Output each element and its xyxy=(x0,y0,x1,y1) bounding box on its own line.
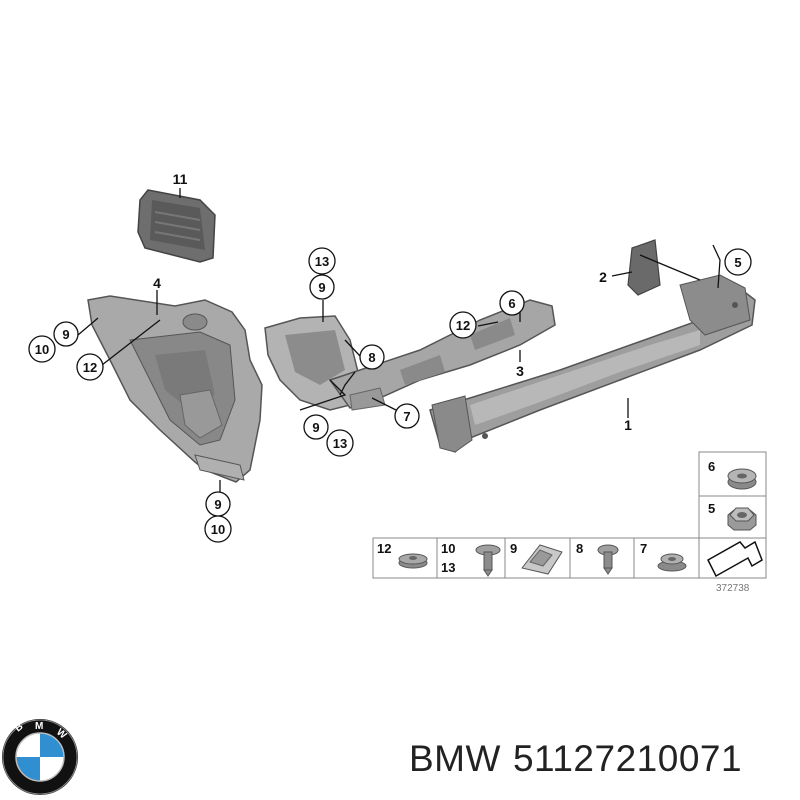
legend-label-7: 7 xyxy=(640,541,647,556)
screw-icon xyxy=(597,544,619,575)
legend-label-9: 9 xyxy=(510,541,517,556)
callout-12: 12 xyxy=(456,318,470,333)
screw-with-washer-icon xyxy=(475,544,501,577)
callout-12: 12 xyxy=(83,360,97,375)
part-11-pad xyxy=(137,189,216,263)
callout-1: 1 xyxy=(624,417,632,433)
callout-2: 2 xyxy=(599,269,607,285)
callout-5: 5 xyxy=(734,255,741,270)
part-4-bracket xyxy=(87,295,263,483)
leader-lines xyxy=(77,188,721,496)
part-caption: BMW 51127210071 xyxy=(409,738,754,780)
legend-label-8: 8 xyxy=(576,541,583,556)
callout-9: 9 xyxy=(62,327,69,342)
callout-13: 13 xyxy=(333,436,347,451)
clip-nut-icon xyxy=(521,544,563,575)
callout-11: 11 xyxy=(173,171,188,187)
bmw-logo: B M W xyxy=(2,719,78,795)
callout-3: 3 xyxy=(516,363,524,379)
drawing-number: 372738 xyxy=(716,583,750,594)
legend-label-5: 5 xyxy=(708,501,715,516)
callout-6: 6 xyxy=(508,296,515,311)
legend-label-6: 6 xyxy=(708,459,715,474)
callouts: 11 4 9 10 12 9 10 13 9 8 9 13 7 12 6 3 2… xyxy=(28,171,752,543)
callout-9: 9 xyxy=(312,420,319,435)
svg-text:M: M xyxy=(35,721,43,732)
callout-13: 13 xyxy=(315,254,329,269)
flange-nut-icon xyxy=(657,553,687,572)
callout-10: 10 xyxy=(35,342,49,357)
legend-fasteners: 12 10 13 9 8 7 xyxy=(372,537,767,579)
part-2-plate xyxy=(627,239,661,296)
callout-9: 9 xyxy=(214,497,221,512)
brand-name: BMW xyxy=(409,738,501,779)
callout-10: 10 xyxy=(211,522,225,537)
callout-8: 8 xyxy=(368,350,375,365)
legend-nuts: 6 5 xyxy=(698,451,767,539)
part-1-carrier xyxy=(429,274,756,453)
hex-nut-icon xyxy=(727,507,757,531)
part-number: 51127210071 xyxy=(512,738,743,779)
callout-9: 9 xyxy=(318,280,325,295)
legend-label-12: 12 xyxy=(377,541,391,556)
legend-label-10: 10 xyxy=(441,541,455,556)
direction-arrow-icon xyxy=(707,540,763,578)
callout-7: 7 xyxy=(403,409,410,424)
callout-4: 4 xyxy=(153,275,161,291)
legend-label-13: 13 xyxy=(441,560,455,575)
nut-icon xyxy=(727,468,757,490)
expanding-rivet-icon xyxy=(398,553,428,569)
